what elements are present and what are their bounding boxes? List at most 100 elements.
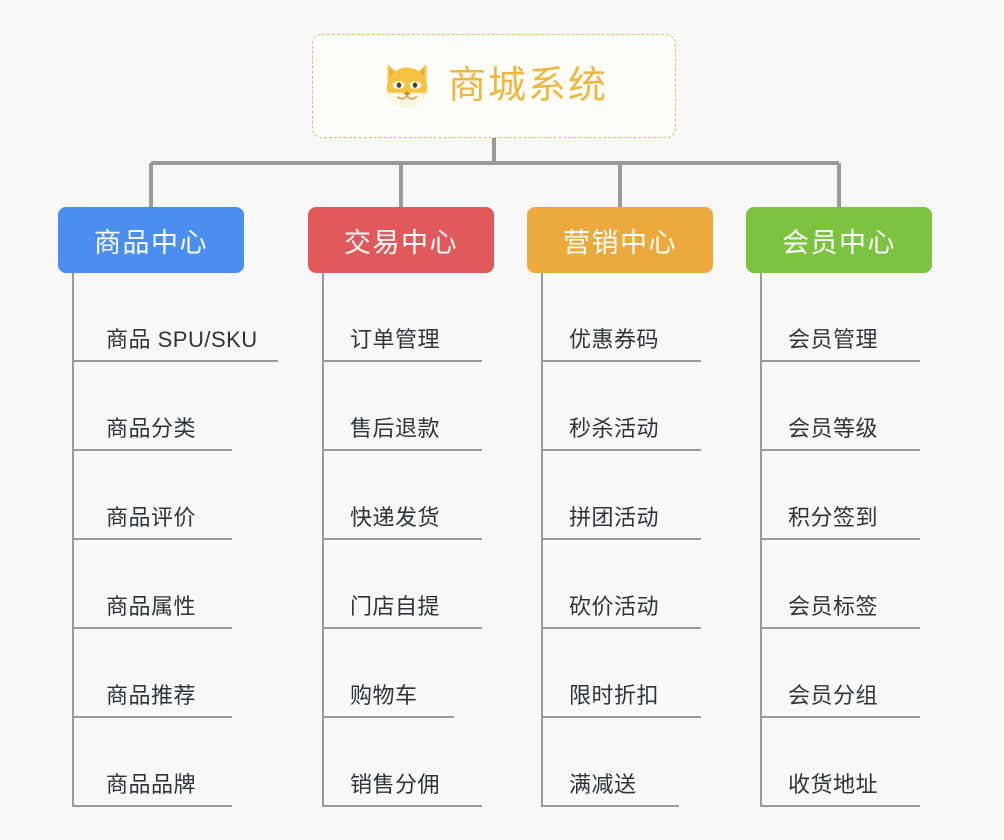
leaf-list-2: 订单管理 售后退款 快递发货 门店自提 购物车 [308, 273, 494, 807]
leaf-label: 满减送 [569, 772, 637, 797]
leaf-item[interactable]: 会员分组 [746, 629, 932, 718]
leaf-label: 砍价活动 [569, 594, 660, 619]
leaf-list-1: 商品 SPU/SKU 商品分类 商品评价 商品属性 商品推荐 [58, 273, 278, 807]
leaf-item[interactable]: 优惠券码 [527, 273, 713, 362]
root-node[interactable]: 商城系统 [312, 34, 676, 138]
leaf-label: 商品分类 [106, 416, 197, 441]
leaf-item[interactable]: 拼团活动 [527, 451, 713, 540]
leaf-item[interactable]: 商品分类 [58, 362, 264, 451]
leaf-label: 会员等级 [788, 416, 879, 441]
column-1: 商品中心 商品 SPU/SKU 商品分类 商品评价 商品属性 [58, 207, 278, 807]
leaf-underline [322, 360, 482, 362]
leaf-spine [72, 718, 74, 807]
leaf-spine [72, 629, 74, 718]
column-4: 会员中心 会员管理 会员等级 积分签到 会员标签 [746, 207, 932, 807]
leaf-item[interactable]: 商品评价 [58, 451, 264, 540]
leaf-item[interactable]: 会员管理 [746, 273, 932, 362]
leaf-spine [541, 362, 543, 451]
leaf-spine [541, 540, 543, 629]
leaf-underline [760, 805, 920, 807]
leaf-item[interactable]: 商品品牌 [58, 718, 264, 807]
leaf-item[interactable]: 商品 SPU/SKU [58, 273, 278, 362]
leaf-underline [72, 360, 278, 362]
leaf-item[interactable]: 快递发货 [308, 451, 494, 540]
leaf-spine [72, 540, 74, 629]
leaf-spine [541, 718, 543, 807]
leaf-item[interactable]: 售后退款 [308, 362, 494, 451]
leaf-spine [760, 273, 762, 362]
category-label-1: 商品中心 [94, 227, 208, 258]
leaf-item[interactable]: 限时折扣 [527, 629, 713, 718]
root-title: 商城系统 [447, 65, 608, 107]
leaf-spine [72, 273, 74, 362]
leaf-list-3: 优惠券码 秒杀活动 拼团活动 砍价活动 限时折扣 [527, 273, 713, 807]
leaf-item[interactable]: 门店自提 [308, 540, 494, 629]
leaf-item[interactable]: 会员标签 [746, 540, 932, 629]
leaf-label: 会员标签 [788, 594, 879, 619]
leaf-spine [541, 629, 543, 718]
leaf-spine [760, 629, 762, 718]
column-2: 交易中心 订单管理 售后退款 快递发货 门店自提 [308, 207, 494, 807]
leaf-item[interactable]: 秒杀活动 [527, 362, 713, 451]
leaf-label: 拼团活动 [569, 505, 660, 530]
leaf-label: 收货地址 [788, 772, 879, 797]
leaf-underline [322, 805, 482, 807]
leaf-spine [322, 629, 324, 718]
leaf-item[interactable]: 收货地址 [746, 718, 932, 807]
dog-face-icon [386, 64, 428, 110]
category-box-2[interactable]: 交易中心 [308, 207, 494, 273]
leaf-item[interactable]: 订单管理 [308, 273, 494, 362]
column-3: 营销中心 优惠券码 秒杀活动 拼团活动 砍价活动 [527, 207, 713, 807]
leaf-list-4: 会员管理 会员等级 积分签到 会员标签 会员分组 [746, 273, 932, 807]
leaf-item[interactable]: 商品推荐 [58, 629, 264, 718]
leaf-spine [72, 362, 74, 451]
leaf-underline [322, 449, 482, 451]
leaf-spine [72, 451, 74, 540]
leaf-spine [760, 362, 762, 451]
leaf-label: 商品推荐 [106, 683, 197, 708]
leaf-label: 售后退款 [350, 416, 441, 441]
leaf-item[interactable]: 满减送 [527, 718, 713, 807]
category-label-3: 营销中心 [563, 227, 677, 258]
category-label-2: 交易中心 [344, 227, 458, 258]
leaf-underline [72, 538, 232, 540]
leaf-underline [760, 360, 920, 362]
leaf-spine [760, 718, 762, 807]
leaf-underline [541, 360, 701, 362]
leaf-underline [72, 805, 232, 807]
category-box-1[interactable]: 商品中心 [58, 207, 244, 273]
leaf-underline [541, 627, 701, 629]
category-box-3[interactable]: 营销中心 [527, 207, 713, 273]
leaf-label: 优惠券码 [569, 327, 660, 352]
leaf-label: 秒杀活动 [569, 416, 660, 441]
leaf-underline [541, 538, 701, 540]
category-label-4: 会员中心 [782, 227, 896, 258]
leaf-label: 会员管理 [788, 327, 879, 352]
leaf-underline [760, 449, 920, 451]
leaf-underline [72, 716, 232, 718]
leaf-item[interactable]: 商品属性 [58, 540, 264, 629]
leaf-spine [322, 540, 324, 629]
leaf-item[interactable]: 积分签到 [746, 451, 932, 540]
leaf-item[interactable]: 砍价活动 [527, 540, 713, 629]
leaf-spine [541, 273, 543, 362]
leaf-label: 限时折扣 [569, 683, 660, 708]
category-box-4[interactable]: 会员中心 [746, 207, 932, 273]
leaf-spine [322, 362, 324, 451]
leaf-item[interactable]: 购物车 [308, 629, 494, 718]
leaf-label: 商品 SPU/SKU [106, 327, 258, 352]
leaf-spine [760, 451, 762, 540]
leaf-underline [322, 627, 482, 629]
leaf-label: 门店自提 [350, 594, 441, 619]
leaf-item[interactable]: 会员等级 [746, 362, 932, 451]
leaf-label: 商品属性 [106, 594, 197, 619]
leaf-underline [760, 627, 920, 629]
leaf-spine [541, 451, 543, 540]
leaf-underline [72, 449, 232, 451]
leaf-underline [72, 627, 232, 629]
leaf-label: 会员分组 [788, 683, 879, 708]
leaf-underline [760, 538, 920, 540]
leaf-item[interactable]: 销售分佣 [308, 718, 494, 807]
leaf-spine [322, 718, 324, 807]
